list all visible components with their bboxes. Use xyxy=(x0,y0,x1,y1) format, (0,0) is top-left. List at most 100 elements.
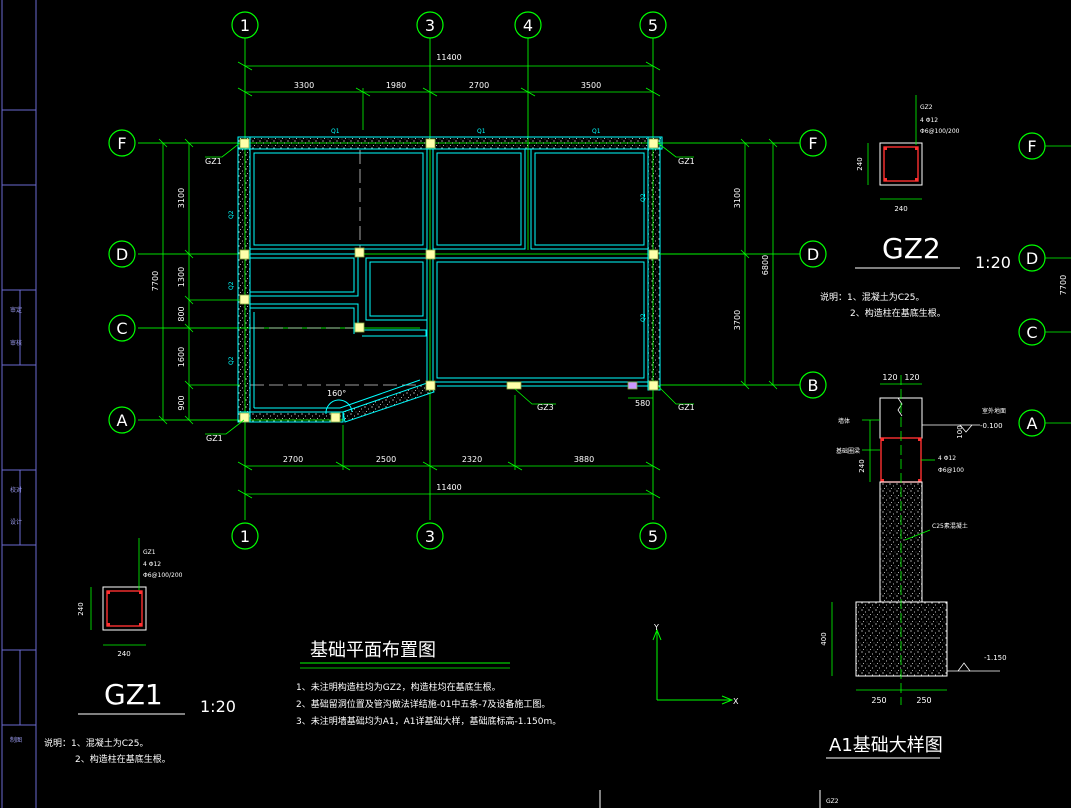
wall-tag: Q2 xyxy=(228,210,235,219)
plan-title-block xyxy=(300,662,510,669)
panel-label: 设计 xyxy=(10,518,22,526)
column-mark xyxy=(330,412,341,423)
wall-tag: Q2 xyxy=(640,313,647,322)
dim-left: 3100 xyxy=(177,188,186,208)
a1-dim-bottom: 250 xyxy=(871,696,886,705)
axis-label-left: D xyxy=(116,245,128,264)
dim-580: 580 xyxy=(628,397,653,408)
gz2-name: GZ2 xyxy=(882,232,941,265)
dim-lines-right xyxy=(660,138,778,390)
gz2-rebar-main: 4 Φ12 xyxy=(920,117,938,124)
a1-elev-bottom: -1.150 xyxy=(984,654,1007,662)
column-mark xyxy=(648,249,659,260)
plan-texts: 基础平面布置图 1、未注明构造柱均为GZ2，构造柱均在基底生根。 2、基础留洞位… xyxy=(296,640,561,727)
dim-top: 3500 xyxy=(581,81,601,90)
left-title-panel xyxy=(1,0,37,808)
a1-dim-top: 120 xyxy=(882,373,897,382)
gz1-note-2: 2、构造柱在基底生根。 xyxy=(75,753,171,765)
axis-bubbles xyxy=(108,11,1046,550)
axis-grid-lines xyxy=(138,38,800,520)
column-mark xyxy=(239,412,250,423)
gz1-height: 240 xyxy=(77,602,85,615)
dim-total-top: 11400 xyxy=(436,53,461,62)
a1-beam-rebar: 4 Φ12 xyxy=(938,455,956,462)
dim-text-left: 3100 1300 800 1600 900 7700 xyxy=(151,188,186,411)
axis-label-far-right: C xyxy=(1026,323,1037,342)
gz2-texts: GZ2 4 Φ12 Φ6@100/200 240 240 GZ2 1:20 说明… xyxy=(820,104,1011,319)
dim-top: 2700 xyxy=(469,81,489,90)
plan-note-2: 2、基础留洞位置及管沟做法详结施-01中五条-7及设备施工图。 xyxy=(296,698,550,710)
inner-walls xyxy=(249,148,649,412)
a1-label-beam: 基础圈梁 xyxy=(836,447,860,455)
gz2-width: 240 xyxy=(894,205,907,213)
ucs-icon xyxy=(652,628,734,705)
dim-right: 3700 xyxy=(733,310,742,330)
dim-right: 3100 xyxy=(733,188,742,208)
wall-tag: Q2 xyxy=(228,356,235,365)
panel-label: 审核 xyxy=(10,339,22,347)
gz2-tag: GZ2 xyxy=(920,104,933,111)
axis-label-right: B xyxy=(808,376,819,395)
axis-label-far-right: D xyxy=(1026,249,1038,268)
dim-text-right: 3100 3700 6800 xyxy=(733,188,770,330)
plan-note-3: 3、未注明墙基础均为A1，A1详基础大样，基础底标高-1.150m。 xyxy=(296,715,561,727)
gz1-name: GZ1 xyxy=(104,678,163,711)
column-mark xyxy=(648,380,659,391)
dim-left: 1300 xyxy=(177,267,186,287)
gz1-tag: GZ1 xyxy=(143,549,156,556)
gz2-height: 240 xyxy=(856,157,864,170)
axis-label-left: C xyxy=(116,319,127,338)
gz2-rebar-stirrup: Φ6@100/200 xyxy=(920,128,960,135)
wall-tag: Q1 xyxy=(592,128,601,135)
foundation-walls xyxy=(237,136,663,423)
axis-labels: 1 3 4 5 1 3 5 F D C A F D B F D C A xyxy=(116,16,1038,546)
column-mark xyxy=(425,380,436,391)
column-mark xyxy=(239,294,250,305)
column-mark xyxy=(239,249,250,260)
gz2-note-2: 2、构造柱在基底生根。 xyxy=(850,307,946,319)
a1-label-wall: 墙体 xyxy=(838,417,850,425)
dashed-centerlines xyxy=(250,150,420,386)
column-label: GZ3 xyxy=(537,403,554,412)
axis-label-top: 3 xyxy=(425,16,435,35)
dim-total-right: 6800 xyxy=(761,255,770,275)
a1-dim-240: 240 xyxy=(858,459,866,472)
gz1-scale: 1:20 xyxy=(200,697,236,716)
a1-dim-top: 120 xyxy=(904,373,919,382)
axis-label-bottom: 3 xyxy=(425,527,435,546)
dim-bottom: 2700 xyxy=(283,455,303,464)
dim-left: 1600 xyxy=(177,347,186,367)
axis-label-far-right: A xyxy=(1027,414,1038,433)
axis-label-top: 5 xyxy=(648,16,658,35)
column-label: GZ1 xyxy=(206,434,223,443)
far-right-lines xyxy=(1045,145,1071,424)
a1-label-concrete: C25素混凝土 xyxy=(932,522,968,530)
a1-texts: 120 120 墙体 室外地面 -0.100 100 基础圈梁 240 4 Φ1… xyxy=(820,373,1007,805)
wall-tags: Q1 Q1 Q1 Q2 Q2 Q2 Q2 Q2 xyxy=(228,128,647,365)
axis-label-far-right: F xyxy=(1027,137,1036,156)
axis-label-top: 1 xyxy=(240,16,250,35)
column-label: GZ1 xyxy=(678,403,695,412)
gz1-width: 240 xyxy=(117,650,130,658)
axis-label-right: F xyxy=(808,134,817,153)
dim-text-top: 11400 3300 1980 2700 3500 xyxy=(294,53,601,90)
gz1-texts: GZ1 4 Φ12 Φ6@100/200 240 240 GZ1 1:20 说明… xyxy=(44,549,236,765)
a1-dim-100: 100 xyxy=(956,425,964,438)
column-mark xyxy=(354,322,365,333)
gz1-rebar-stirrup: Φ6@100/200 xyxy=(143,572,183,579)
column-labels: GZ1 GZ1 GZ1 GZ1 GZ3 xyxy=(205,157,695,443)
axis-label-bottom: 1 xyxy=(240,527,250,546)
axis-label-bottom: 5 xyxy=(648,527,658,546)
column-label: GZ1 xyxy=(205,157,222,166)
a1-elev-top: -0.100 xyxy=(980,422,1003,430)
dim-lines-bottom xyxy=(237,395,661,499)
axis-label-left: F xyxy=(117,134,126,153)
column-mark xyxy=(648,138,659,149)
dim-bottom: 2500 xyxy=(376,455,396,464)
wall-tag: Q1 xyxy=(331,128,340,135)
plan-title: 基础平面布置图 xyxy=(310,640,436,661)
gz2-note-1: 说明：1、混凝土为C25。 xyxy=(820,291,924,303)
wall-tag: Q1 xyxy=(477,128,486,135)
dim-lines-top xyxy=(237,61,661,130)
